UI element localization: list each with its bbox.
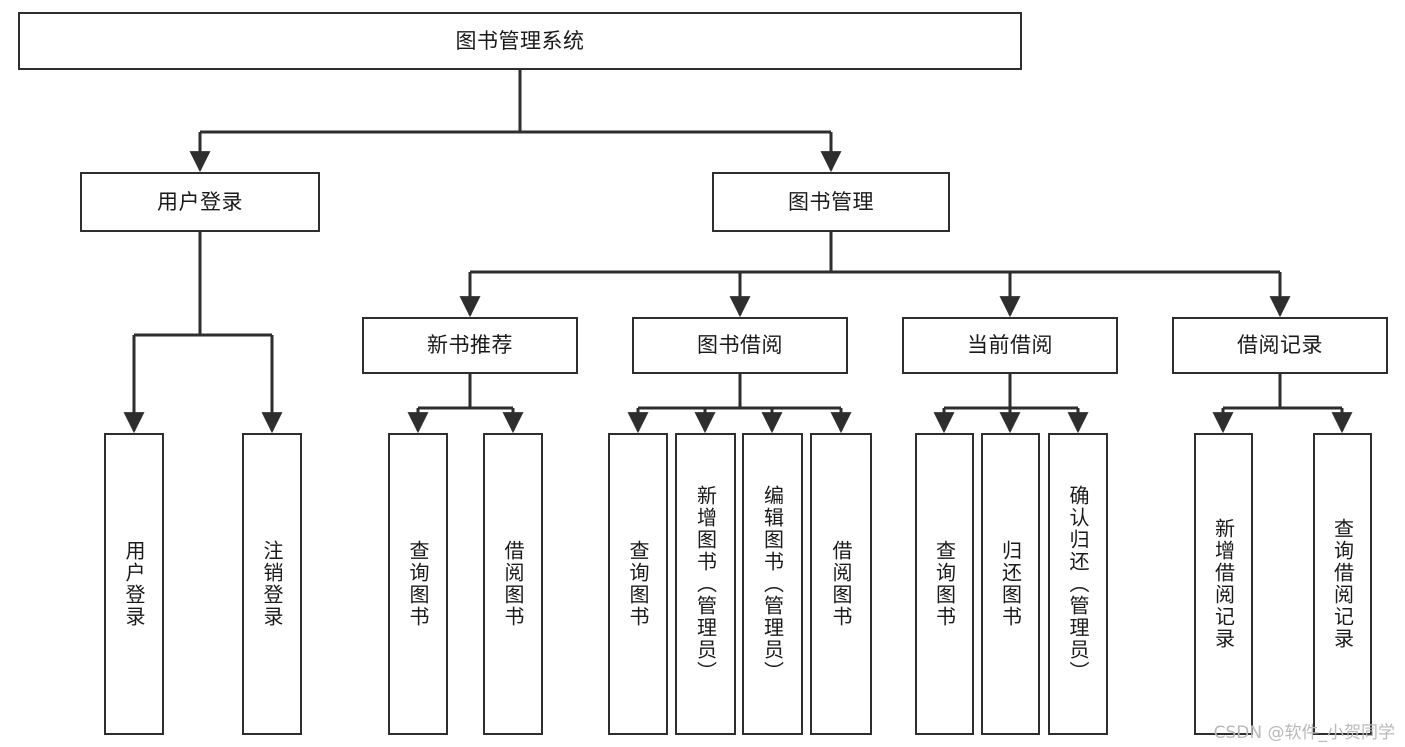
- node-leaf-query-book-2-label: 查询图书: [626, 540, 650, 628]
- node-leaf-query-borrow-record-label: 查询借阅记录: [1330, 518, 1355, 650]
- node-leaf-logout[interactable]: 注销登录: [242, 433, 302, 735]
- node-borrow-record[interactable]: 借阅记录: [1172, 317, 1388, 374]
- node-leaf-confirm-return[interactable]: 确认归还（管理员）: [1048, 433, 1108, 735]
- node-leaf-user-login-label: 用户登录: [122, 540, 146, 628]
- node-book-borrow[interactable]: 图书借阅: [632, 317, 848, 374]
- node-leaf-return-book[interactable]: 归还图书: [981, 433, 1040, 735]
- node-leaf-query-borrow-record[interactable]: 查询借阅记录: [1313, 433, 1372, 735]
- node-new-book-recommend-label: 新书推荐: [427, 333, 513, 358]
- node-leaf-confirm-return-label: 确认归还（管理员）: [1066, 485, 1090, 683]
- node-user-login-label: 用户登录: [157, 189, 243, 214]
- node-root[interactable]: 图书管理系统: [18, 12, 1022, 70]
- node-leaf-query-book-1-label: 查询图书: [406, 540, 430, 628]
- node-current-borrow[interactable]: 当前借阅: [902, 317, 1118, 374]
- node-leaf-add-borrow-record[interactable]: 新增借阅记录: [1194, 433, 1253, 735]
- node-leaf-user-login[interactable]: 用户登录: [104, 433, 164, 735]
- node-book-management-label: 图书管理: [788, 189, 874, 214]
- node-leaf-borrow-book-2[interactable]: 借阅图书: [810, 433, 872, 735]
- node-leaf-add-book-label: 新增图书（管理员）: [693, 485, 718, 683]
- watermark-text: CSDN @软件_小贺同学: [1213, 723, 1395, 743]
- node-leaf-query-book-1[interactable]: 查询图书: [388, 433, 448, 735]
- node-leaf-logout-label: 注销登录: [260, 540, 284, 628]
- node-leaf-add-borrow-record-label: 新增借阅记录: [1211, 518, 1236, 650]
- node-leaf-borrow-book-2-label: 借阅图书: [829, 540, 853, 628]
- node-leaf-borrow-book-1-label: 借阅图书: [501, 540, 525, 628]
- node-root-label: 图书管理系统: [455, 28, 585, 53]
- node-leaf-add-book[interactable]: 新增图书（管理员）: [675, 433, 736, 735]
- node-user-login[interactable]: 用户登录: [80, 172, 320, 232]
- node-leaf-query-book-2[interactable]: 查询图书: [608, 433, 668, 735]
- node-leaf-query-book-3-label: 查询图书: [932, 540, 957, 628]
- node-leaf-return-book-label: 归还图书: [998, 540, 1023, 628]
- node-book-borrow-label: 图书借阅: [697, 333, 783, 358]
- node-leaf-borrow-book-1[interactable]: 借阅图书: [483, 433, 543, 735]
- node-borrow-record-label: 借阅记录: [1237, 333, 1323, 358]
- node-book-management[interactable]: 图书管理: [712, 172, 950, 232]
- node-leaf-edit-book-label: 编辑图书（管理员）: [760, 485, 785, 683]
- node-new-book-recommend[interactable]: 新书推荐: [362, 317, 578, 374]
- node-leaf-query-book-3[interactable]: 查询图书: [915, 433, 974, 735]
- node-leaf-edit-book[interactable]: 编辑图书（管理员）: [742, 433, 803, 735]
- node-current-borrow-label: 当前借阅: [967, 333, 1053, 358]
